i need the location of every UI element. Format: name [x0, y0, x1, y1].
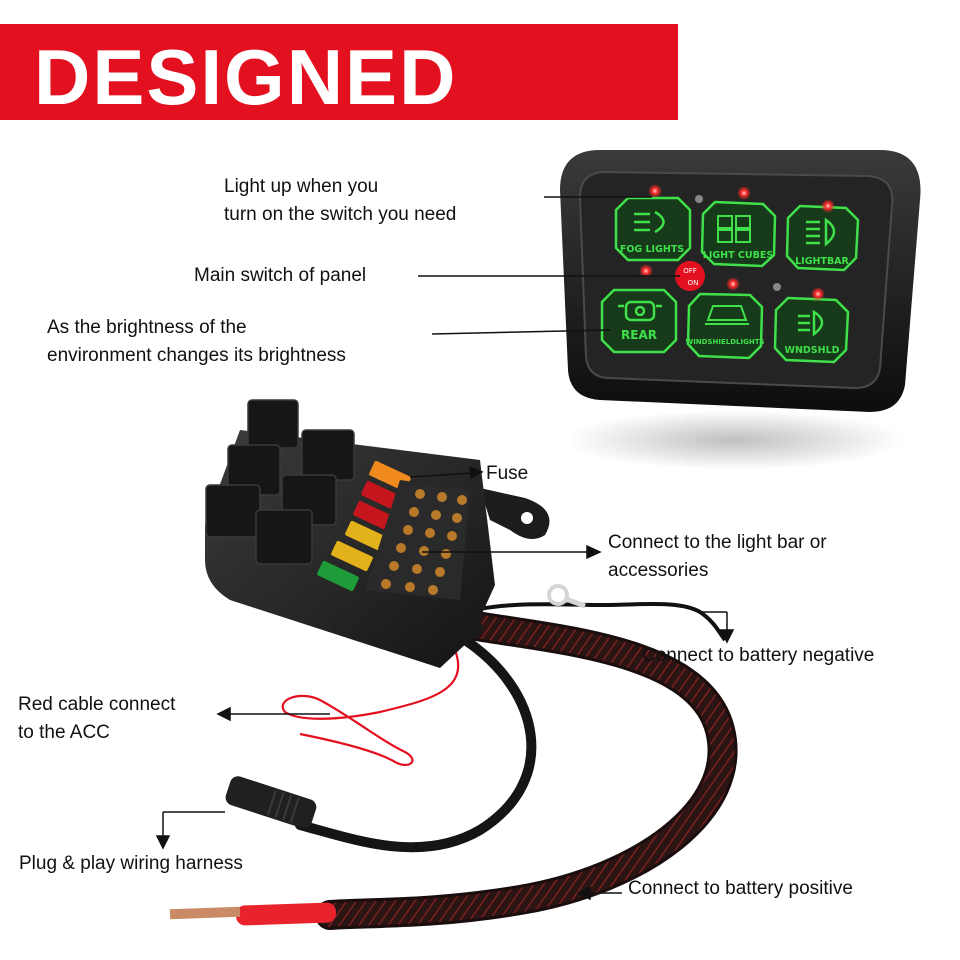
callout-acc-line2: to the ACC [18, 722, 110, 743]
callout-brightness-line2: environment changes its brightness [47, 345, 346, 366]
callout-main-switch: Main switch of panel [194, 265, 367, 286]
callout-harness: Plug & play wiring harness [19, 853, 243, 874]
callout-acc: Red cable connect to the ACC [18, 691, 175, 747]
rear-button[interactable]: REAR [600, 288, 678, 354]
main-switch-off-label: OFF [683, 267, 697, 275]
light-bar-icon [806, 217, 836, 247]
wiring-harness [169, 584, 738, 930]
callout-brightness-line1: As the brightness of the [47, 317, 247, 338]
fog-lights-button[interactable]: FOG LIGHTS [614, 196, 692, 262]
wndshld-label: WNDSHLD [784, 345, 839, 356]
light-cube-icon [717, 215, 751, 243]
lower-callout-arrows [155, 465, 735, 901]
callout-brightness: As the brightness of the environment cha… [47, 314, 346, 370]
indicator-leds [639, 184, 835, 301]
main-power-switch[interactable]: OFF ON [675, 261, 705, 291]
callout-battery-negative: Connect to battery negative [642, 645, 875, 666]
light-cubes-label: LIGHT CUBES [703, 250, 774, 261]
fog-lights-label: FOG LIGHTS [620, 244, 684, 255]
relay-fuse-box [205, 399, 550, 668]
relays [205, 399, 355, 565]
rear-light-icon [618, 300, 662, 322]
rear-label: REAR [621, 328, 657, 342]
switch-panel: FOG LIGHTS LIGHT CUBES LIGHTBAR [560, 150, 921, 470]
callout-light-up-line2: turn on the switch you need [224, 204, 457, 225]
callout-light-bar: Connect to the light bar or accessories [608, 529, 827, 585]
lightbar-label: LIGHTBAR [795, 256, 849, 267]
panel-callout-lines [418, 196, 680, 335]
fuses [317, 460, 411, 592]
lightbar-button[interactable]: LIGHTBAR [785, 204, 860, 272]
callout-fuse: Fuse [486, 463, 529, 484]
callout-light-bar-line2: accessories [608, 560, 709, 581]
windshield-lights-label: WINDSHIELDLIGHTS [685, 338, 764, 346]
terminal-block [365, 480, 470, 600]
harness-connector [225, 776, 317, 829]
windshield-icon [798, 309, 824, 337]
callout-light-up-line1: Light up when you [224, 176, 379, 197]
wndshld-button[interactable]: WNDSHLD [773, 296, 850, 364]
callout-light-up: Light up when you turn on the switch you… [224, 173, 456, 229]
callout-battery-positive: Connect to battery positive [628, 878, 853, 899]
banner-title: DESIGNED [34, 33, 458, 121]
windshield-light-icon [705, 305, 749, 325]
main-switch-on-label: ON [688, 279, 699, 287]
fog-light-icon [634, 210, 665, 234]
light-cubes-button[interactable]: LIGHT CUBES [700, 200, 777, 268]
title-banner: DESIGNED [0, 24, 678, 120]
windshield-lights-button[interactable]: WINDSHIELDLIGHTS [685, 292, 765, 360]
callout-acc-line1: Red cable connect [18, 694, 176, 715]
callout-light-bar-line1: Connect to the light bar or [608, 532, 827, 553]
